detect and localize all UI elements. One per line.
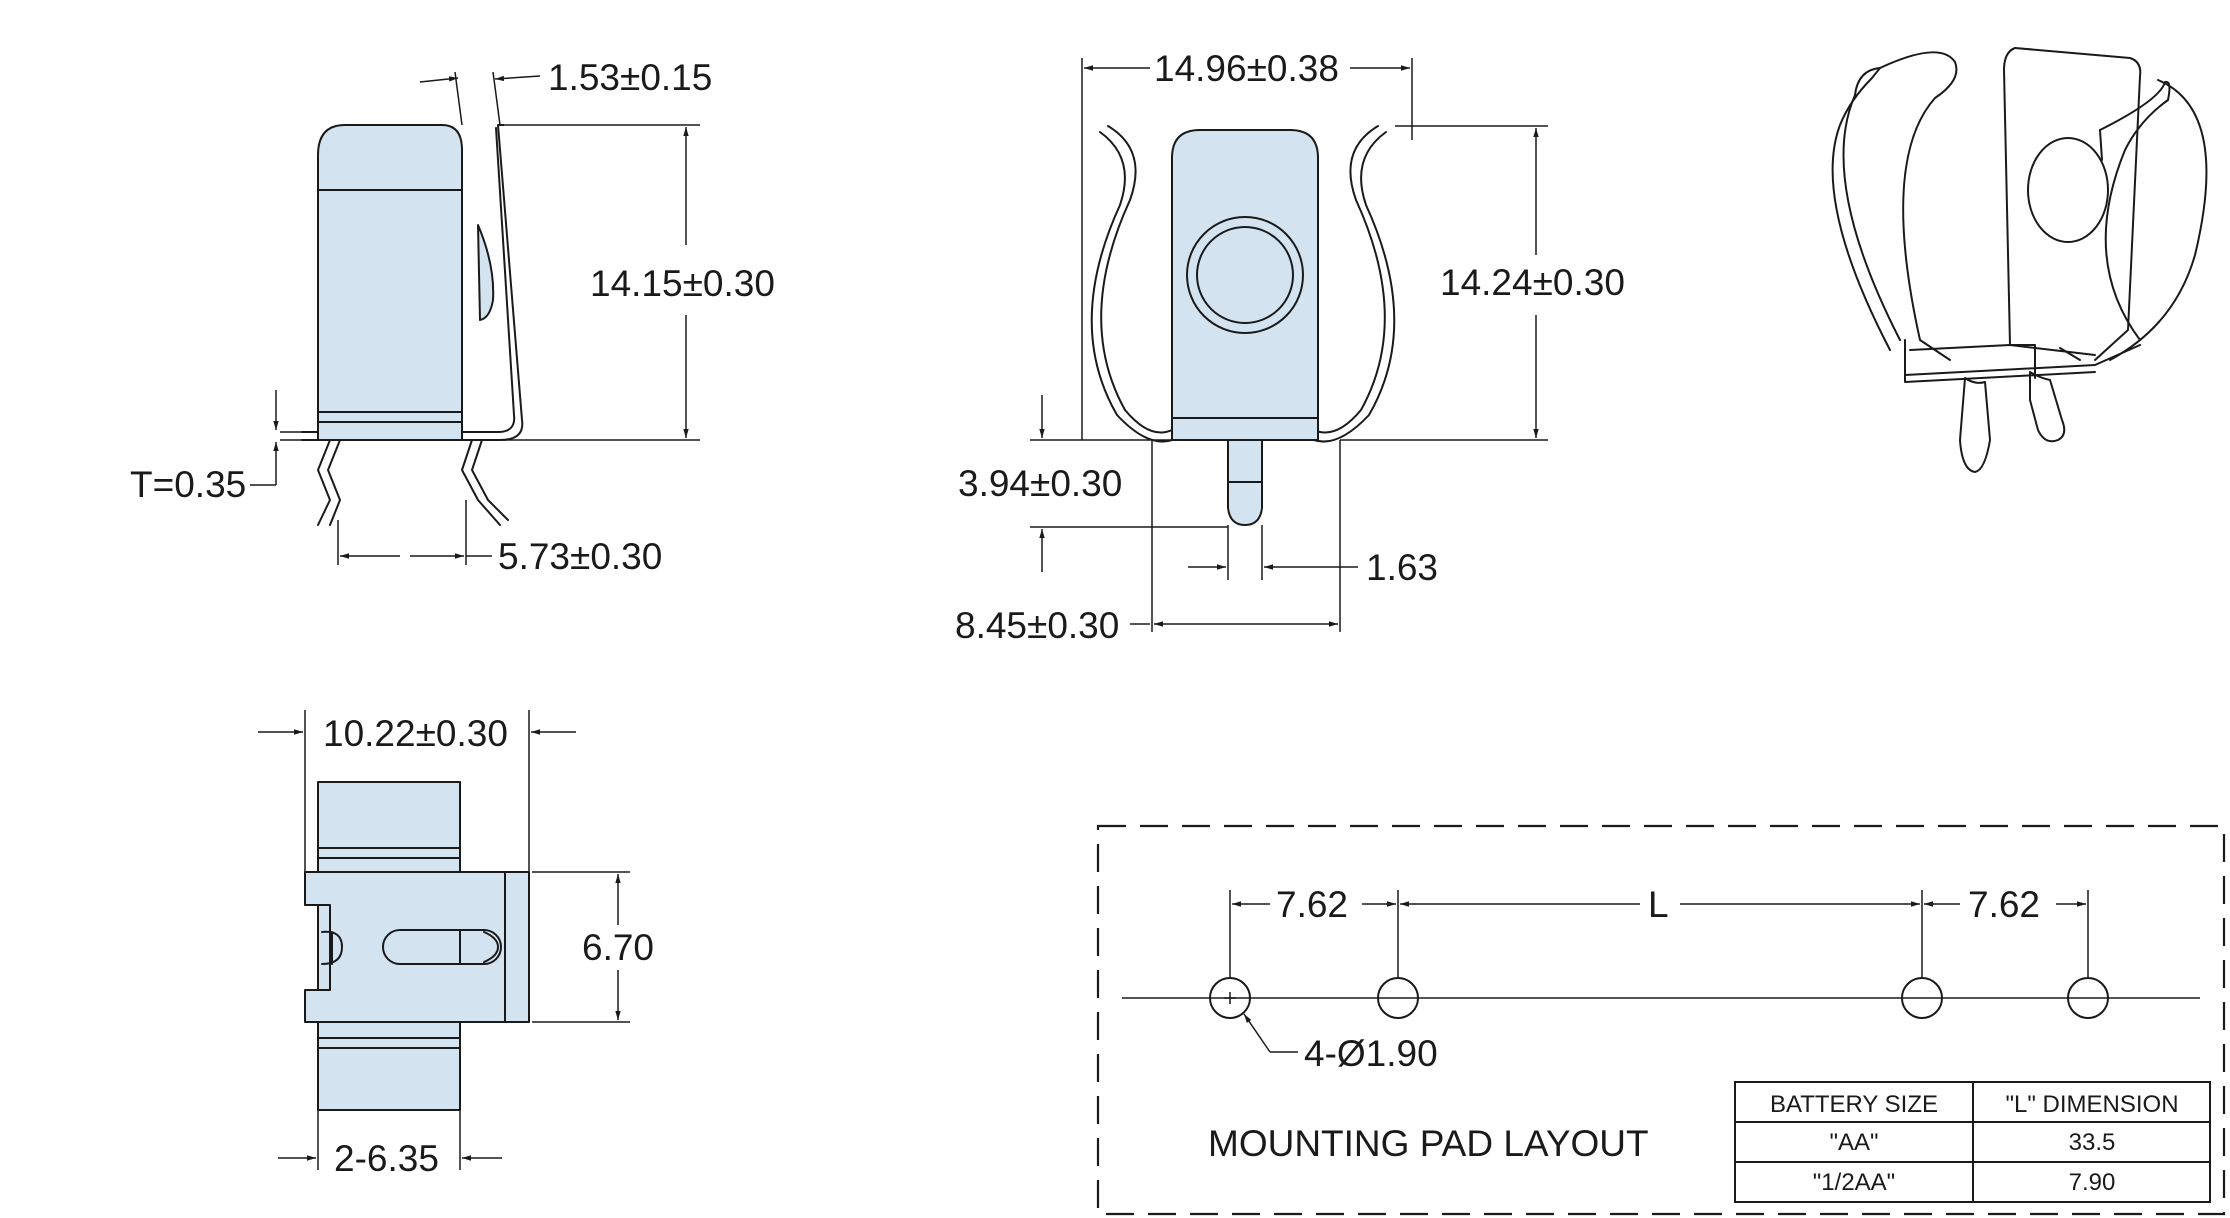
bottom-view: 10.22±0.30 6.70 2-6.35 <box>258 710 654 1179</box>
pad-left-spacing-label: 7.62 <box>1276 884 1348 925</box>
front-width-label: 14.96±0.38 <box>1154 48 1339 89</box>
table-cell: 33.5 <box>2069 1129 2116 1156</box>
front-base-width-label: 8.45±0.30 <box>955 605 1119 646</box>
table-cell: "1/2AA" <box>1813 1169 1895 1196</box>
front-height-label: 14.24±0.30 <box>1440 262 1625 303</box>
mounting-pad-layout: 7.62 L 7.62 4-Ø1.90 MOUNTING PAD LAYOUT … <box>1096 824 2226 1216</box>
pad-layout-title: MOUNTING PAD LAYOUT <box>1208 1123 1649 1164</box>
pad-hole-callout: 4-Ø1.90 <box>1304 1033 1438 1074</box>
bottom-width-label: 10.22±0.30 <box>323 713 508 754</box>
side-leg-spacing-label: 5.73±0.30 <box>498 536 662 577</box>
bottom-pin-spacing-label: 2-6.35 <box>334 1138 439 1179</box>
pad-l-label: L <box>1648 884 1669 925</box>
bottom-height-label: 6.70 <box>582 927 654 968</box>
side-height-label: 14.15±0.30 <box>590 263 775 304</box>
front-pin-length-label: 3.94±0.30 <box>958 463 1122 504</box>
table-cell: "AA" <box>1829 1129 1878 1156</box>
side-view: 1.53±0.15 14.15±0.30 T=0.35 5.73±0.30 <box>130 57 775 577</box>
table-cell: 7.90 <box>2069 1169 2116 1196</box>
l-dimension-table: BATTERY SIZE "L" DIMENSION "AA" 33.5 "1/… <box>1734 1081 2211 1203</box>
side-thickness-label: T=0.35 <box>130 464 246 505</box>
front-pin-width-label: 1.63 <box>1366 547 1438 588</box>
front-view: 14.96±0.38 14.24±0.30 3.94±0.30 1.63 8.4… <box>955 48 1625 646</box>
table-header-l-dimension: "L" DIMENSION <box>2005 1091 2178 1118</box>
table-header-battery-size: BATTERY SIZE <box>1770 1091 1938 1118</box>
side-tab-thickness-label: 1.53±0.15 <box>548 57 712 98</box>
isometric-view <box>1831 47 2208 473</box>
pad-right-spacing-label: 7.62 <box>1968 884 2040 925</box>
